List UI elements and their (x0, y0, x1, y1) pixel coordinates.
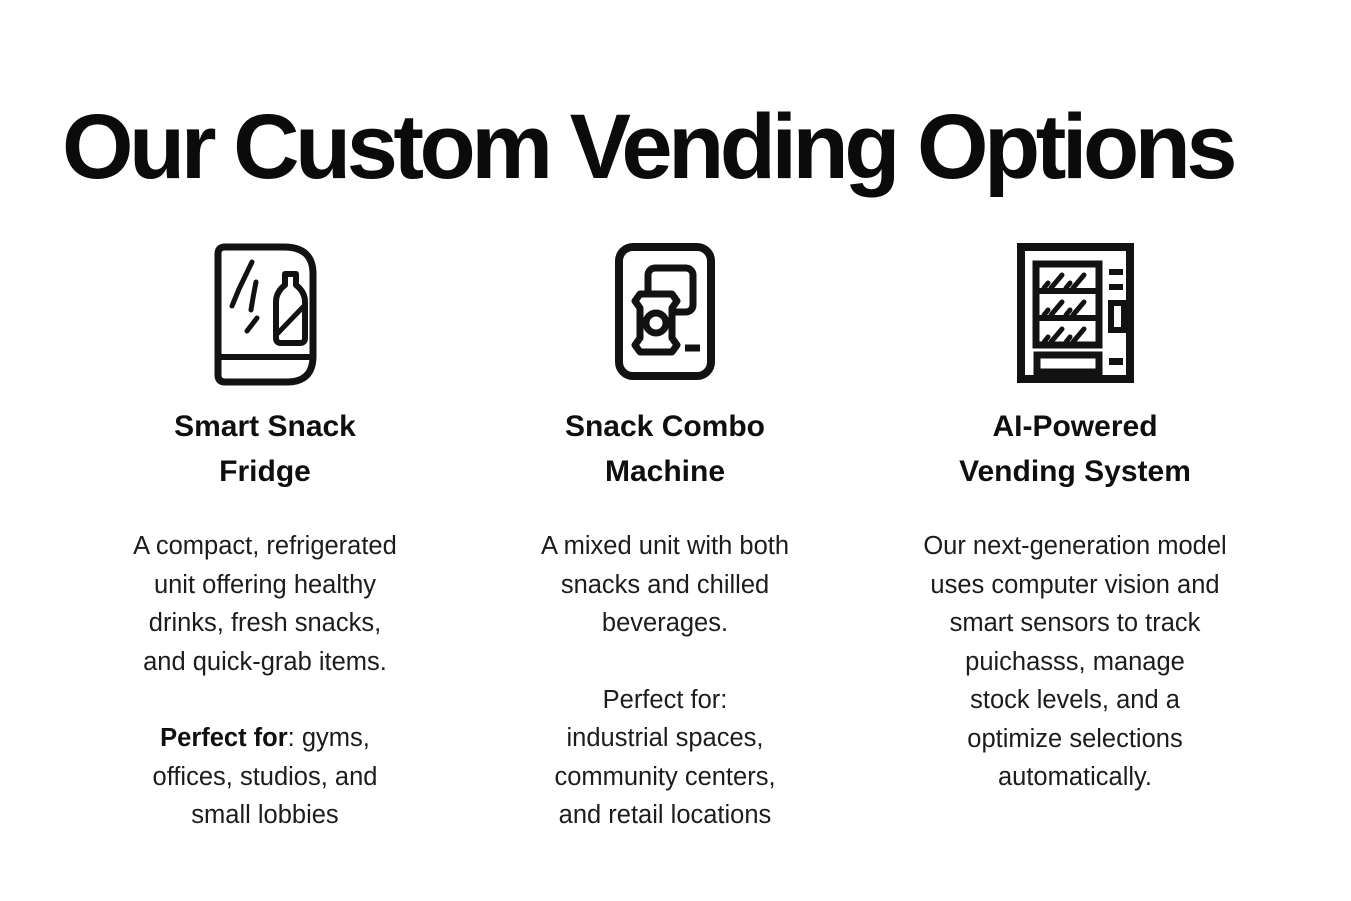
card-ai-powered-vending-system: AI-Powered Vending System Our next-gener… (895, 243, 1255, 835)
card-description: A mixed unit with both snacks and chille… (540, 532, 790, 637)
card-title-smart-snack-fridge: Smart Snack Fridge (174, 410, 356, 488)
card-description: A compact, refrigerated unit offering he… (133, 532, 397, 676)
smart-fridge-icon (214, 243, 317, 386)
card-title-ai-powered-vending-system: AI-Powered Vending System (959, 410, 1191, 488)
perfect-for-text: Perfect for: industrial spaces, communit… (554, 685, 776, 830)
card-description: Our next-generation model uses computer … (923, 532, 1227, 791)
combo-machine-icon (615, 243, 715, 386)
card-perfect-for: Perfect for: industrial spaces, communit… (554, 681, 775, 835)
perfect-for-text: : gyms, offices, studios, and small lobb… (152, 724, 378, 829)
card-title-snack-combo-machine: Snack Combo Machine (564, 410, 766, 488)
card-perfect-for: Perfect for: gyms, offices, studios, and… (153, 719, 378, 835)
card-snack-combo-machine: Snack Combo Machine A mixed unit with bo… (500, 243, 830, 835)
vending-options-row: Smart Snack Fridge A compact, refrigerat… (95, 243, 1255, 835)
ai-vending-machine-icon (1016, 243, 1134, 386)
perfect-for-label: Perfect for (160, 724, 288, 752)
card-smart-snack-fridge: Smart Snack Fridge A compact, refrigerat… (95, 243, 435, 835)
page-title: Our Custom Vending Options (62, 95, 1238, 198)
